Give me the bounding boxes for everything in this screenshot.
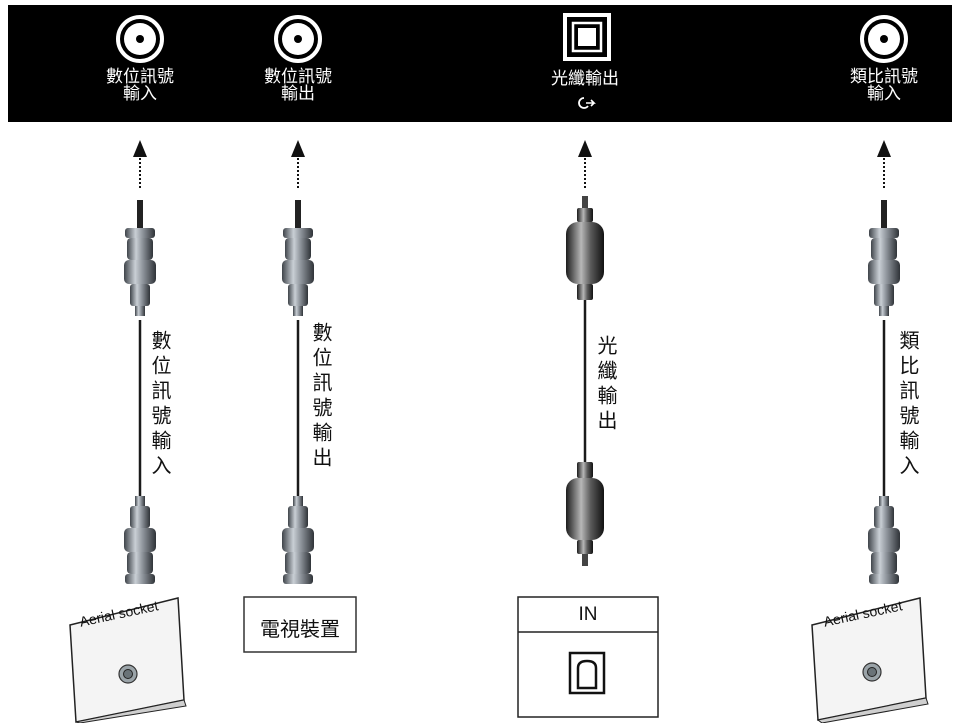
cable-label-digital-output: 數位訊號輸出 [309, 322, 333, 472]
coax-port-icon [116, 15, 164, 63]
arrow-icon [578, 140, 592, 188]
port-label-optical-output: 光纖輸出 [551, 69, 619, 89]
optical-output-symbol-icon [578, 97, 596, 109]
arrow-icon [877, 140, 891, 188]
port-label-digital-input: 數位訊號 輸入 [106, 67, 174, 104]
port-label-digital-output: 數位訊號 輸出 [264, 67, 332, 104]
tv-device-label: 電視裝置 [260, 617, 340, 641]
optical-port-icon [563, 13, 611, 61]
cable-label-analog-input: 類比訊號輸入 [896, 330, 920, 480]
coax-port-icon [274, 15, 322, 63]
aerial-socket [811, 597, 929, 723]
cable-label-optical-output: 光纖輸出 [594, 335, 618, 435]
optical-input-label: IN [578, 604, 598, 625]
coax-cable [282, 200, 314, 584]
tv-device-box [243, 596, 357, 653]
arrow-icon [133, 140, 147, 188]
coax-cable [868, 200, 900, 584]
top-port-bar [8, 5, 952, 122]
cable-label-digital-input: 數位訊號輸入 [148, 330, 172, 480]
arrow-icon [291, 140, 305, 188]
optical-jack-icon [568, 651, 606, 695]
coax-cable [124, 200, 156, 584]
coax-port-icon [860, 15, 908, 63]
port-label-analog-input: 類比訊號 輸入 [850, 67, 918, 104]
optical-cable [566, 196, 604, 566]
